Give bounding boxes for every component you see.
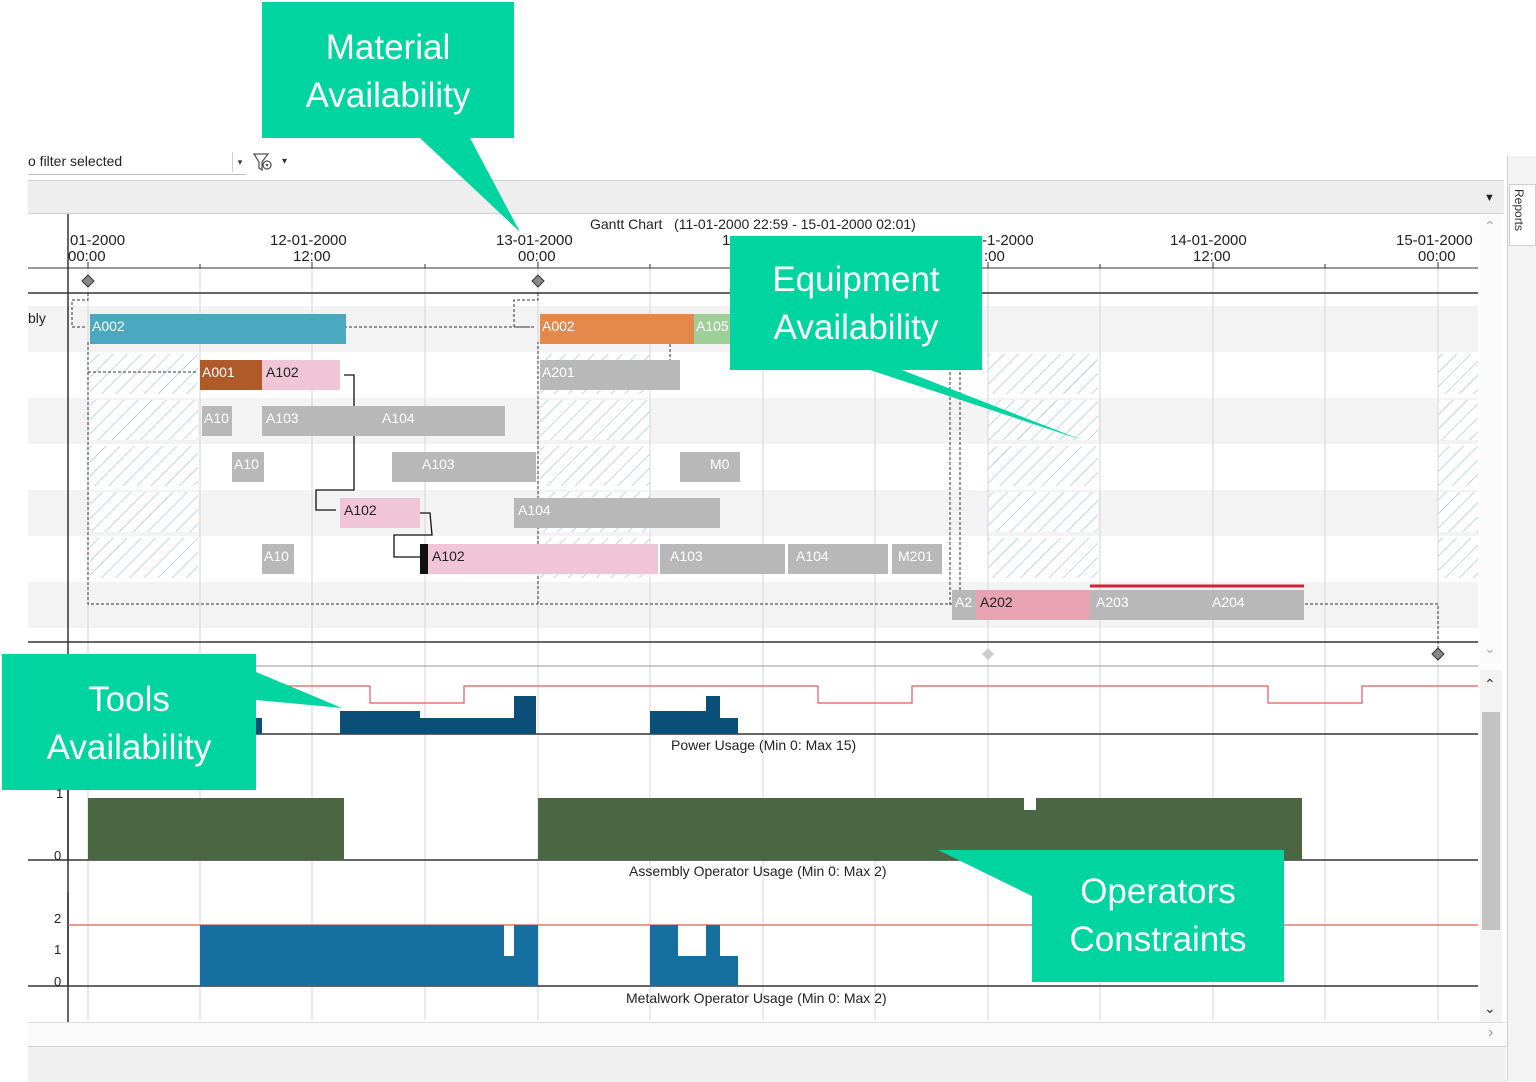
callout-line: Tools: [88, 680, 170, 719]
scroll-down-icon[interactable]: ⌄: [1484, 640, 1496, 656]
bar-label[interactable]: A10: [204, 410, 229, 426]
tick-time: 12:00: [1193, 248, 1231, 265]
bar-label[interactable]: A103: [670, 548, 703, 564]
tick-date: 14-01-2000: [1170, 232, 1247, 249]
callout-line: Availability: [773, 308, 939, 347]
tick-date: 01-2000: [70, 232, 126, 249]
bar-label[interactable]: A10: [264, 548, 289, 564]
bar-label[interactable]: A002: [92, 318, 125, 334]
filter-dropdown[interactable]: o filter selected: [28, 150, 246, 175]
filter-settings-icon[interactable]: [252, 150, 274, 174]
y-tick: 0: [54, 974, 62, 989]
bar-label[interactable]: A102: [432, 548, 465, 564]
bar-label[interactable]: A2: [955, 594, 973, 610]
reports-tab[interactable]: [1509, 184, 1536, 246]
toolbar-overflow-icon[interactable]: ▾: [282, 156, 288, 167]
tools-callout: Tools Availability: [2, 676, 256, 772]
scroll-up-icon[interactable]: ⌃: [1484, 218, 1496, 234]
callout-shapes: [2, 2, 1284, 982]
metalwork-operator-chart: [28, 892, 1478, 987]
tick-time: 12:00: [293, 248, 331, 265]
tick-time: 00:00: [518, 248, 556, 265]
gantt-title: Gantt Chart (11-01-2000 22:59 - 15-01-20…: [590, 216, 916, 232]
scroll-up-icon[interactable]: ⌃: [1484, 676, 1496, 692]
gantt-scrollbar[interactable]: [1480, 214, 1502, 664]
callout-line: Material: [325, 28, 451, 67]
bar-label[interactable]: M0: [710, 456, 730, 472]
y-tick: 1: [56, 786, 64, 801]
bar-label[interactable]: A202: [980, 594, 1013, 610]
callout-line: Equipment: [772, 260, 940, 299]
bar-label[interactable]: A203: [1096, 594, 1129, 610]
bar-label[interactable]: A102: [344, 502, 377, 518]
equipment-callout: Equipment Availability: [730, 256, 982, 352]
tab-list-arrow-icon[interactable]: ▼: [1484, 192, 1495, 204]
tick-date: 15-01-2000: [1396, 232, 1473, 249]
bar-label[interactable]: A104: [382, 410, 415, 426]
callout-line: Availability: [305, 76, 471, 115]
operators-callout: Operators Constraints: [1032, 868, 1284, 964]
tick-date: 13-01-2000: [496, 232, 573, 249]
metalwork-operator-caption: Metalwork Operator Usage (Min 0: Max 2): [626, 990, 887, 1006]
bar-label[interactable]: A001: [202, 364, 235, 380]
power-usage-caption: Power Usage (Min 0: Max 15): [671, 737, 857, 753]
critical-links: [315, 374, 433, 558]
bar-label[interactable]: A002: [542, 318, 575, 334]
tick-date: 12-01-2000: [270, 232, 347, 249]
bar-label[interactable]: A103: [422, 456, 455, 472]
assembly-operator-chart: [28, 768, 1478, 861]
bar-label[interactable]: A105: [696, 318, 729, 334]
y-tick: 1: [54, 942, 62, 957]
scroll-down-icon[interactable]: ⌄: [1484, 1000, 1496, 1016]
tick-time: :00: [984, 248, 1005, 265]
assembly-operator-caption: Assembly Operator Usage (Min 0: Max 2): [629, 863, 887, 879]
callout-line: Operators: [1080, 872, 1236, 911]
filter-text: o filter selected: [28, 153, 123, 169]
side-panel: [1507, 156, 1536, 1081]
tick-time: 00:00: [1418, 248, 1456, 265]
bar-label[interactable]: A201: [542, 364, 575, 380]
tab-strip: [28, 180, 1504, 214]
material-callout: Material Availability: [262, 24, 514, 120]
row-label: bly: [28, 310, 46, 326]
reports-tab-label: Reports: [1512, 189, 1526, 232]
tick-date: -1-2000: [982, 232, 1034, 249]
y-tick: 2: [54, 911, 62, 926]
gantt-bars[interactable]: [90, 314, 1304, 620]
scroll-right-icon[interactable]: ›: [1488, 1024, 1494, 1041]
bar-label[interactable]: M201: [898, 548, 934, 564]
chevron-down-icon[interactable]: ▾: [232, 152, 247, 172]
bar-label[interactable]: A10: [234, 456, 259, 472]
bar-label[interactable]: A104: [796, 548, 829, 564]
bar-label[interactable]: A103: [266, 410, 299, 426]
y-tick: 0: [54, 848, 62, 863]
bar-label[interactable]: A102: [266, 364, 299, 380]
callout-line: Constraints: [1069, 920, 1247, 959]
tick-date: 1: [722, 232, 731, 249]
tick-time: 00:00: [68, 248, 106, 265]
milestone-diamonds[interactable]: [81, 274, 1445, 661]
status-bar: [28, 1046, 1506, 1082]
grid-lines: [87, 268, 1439, 1020]
resource-scrollbar-thumb[interactable]: [1482, 712, 1500, 930]
power-usage-chart: [28, 685, 1478, 735]
horizontal-scrollbar[interactable]: [28, 1022, 1506, 1045]
callout-line: Availability: [46, 728, 212, 767]
bar-label[interactable]: A104: [518, 502, 551, 518]
bar-label[interactable]: A204: [1212, 594, 1245, 610]
